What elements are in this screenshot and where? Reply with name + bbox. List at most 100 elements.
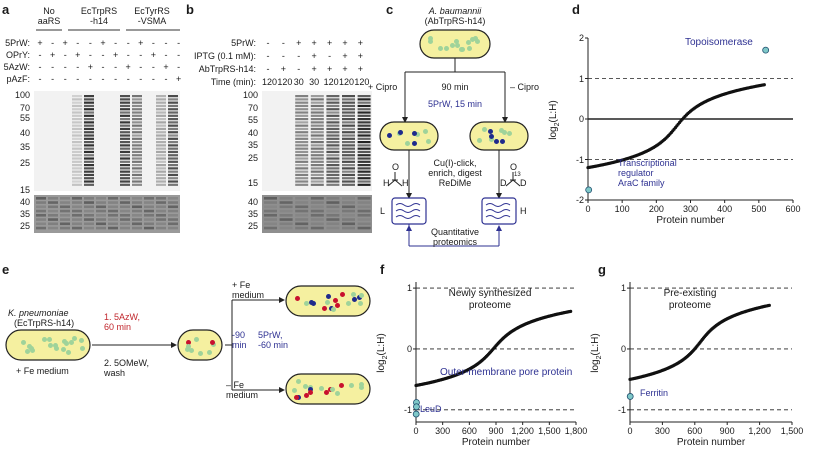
x-tick-label: 600 [461, 426, 477, 436]
cell-dot [349, 383, 355, 389]
gel-band [84, 177, 94, 180]
x-tick-label: 500 [751, 204, 767, 214]
gel-band [326, 154, 340, 157]
data-point [569, 309, 573, 313]
panel-c-heavy-o: O [510, 162, 518, 172]
gel-band [84, 209, 94, 213]
gel-band [84, 124, 94, 127]
gel-band [72, 131, 82, 134]
gel-band [120, 108, 130, 111]
gel-band [264, 226, 277, 230]
cell-dot [335, 391, 341, 397]
cell-dot [460, 46, 466, 52]
row-mark: + [311, 38, 317, 48]
cell-dot [397, 129, 403, 135]
gel-band [48, 218, 58, 221]
row-mark: - [114, 62, 118, 72]
gel-band [84, 167, 94, 170]
gel-band [120, 222, 130, 226]
cell-dot [185, 347, 191, 353]
panel-e-organism: K. pneumoniae [8, 308, 69, 318]
gel-band [72, 144, 82, 147]
gel-band [295, 164, 309, 167]
gel-band [156, 111, 166, 114]
gel-band [120, 173, 130, 177]
gel-band [84, 141, 94, 144]
gel-band [310, 141, 324, 144]
annotation-topoisomerase: Topoisomerase [685, 37, 753, 48]
cell-dot [304, 392, 310, 398]
gel-band [168, 214, 178, 217]
mw-label: 100 [242, 90, 258, 100]
cell-dot [359, 381, 365, 387]
gel-band [132, 150, 142, 154]
cell-dot [465, 40, 471, 46]
gel-band [156, 131, 166, 134]
gel-band [357, 111, 371, 114]
cell-dot [41, 336, 47, 342]
gel-band [156, 108, 166, 111]
gel-band [357, 121, 371, 124]
gel-band [156, 180, 166, 183]
mw-label: 25 [19, 158, 30, 168]
gel-band [120, 124, 130, 127]
gel-band [295, 124, 309, 127]
gel-band [72, 214, 82, 217]
x-tick-label: 1,800 [564, 426, 588, 436]
panel-g-title: Pre-existing proteome [663, 288, 717, 311]
gel-band [120, 164, 130, 167]
gel-band [96, 197, 106, 200]
gel-band [72, 218, 82, 221]
row-mark: + [280, 64, 287, 74]
gel-band [168, 101, 178, 104]
gel-band [132, 111, 142, 114]
gel-band [310, 214, 324, 217]
gel-band [120, 157, 130, 160]
cell-dot [330, 306, 336, 312]
cell-dot [78, 337, 84, 343]
panel-d-label: d [572, 2, 580, 17]
gel-band [156, 218, 166, 221]
gel-band [72, 134, 82, 137]
gel-band [357, 131, 371, 134]
mw-label: 15 [19, 185, 30, 195]
y-tick-label: 0 [620, 343, 626, 354]
row-label: 5PrW: [5, 38, 30, 48]
gel-band [84, 114, 94, 117]
gel-band [342, 154, 355, 157]
gel-band [295, 154, 309, 157]
gel-band [72, 170, 82, 173]
gel-band [168, 177, 178, 180]
x-tick-label: 400 [717, 204, 733, 214]
row-mark: + [326, 64, 333, 74]
gel-band [310, 98, 324, 101]
gel-band [132, 114, 142, 117]
gel-band [156, 154, 166, 157]
cell-dot [53, 343, 59, 349]
gel-band [36, 201, 46, 204]
panel-c-heavy-iso: 13 [514, 172, 521, 178]
gel-band [72, 124, 82, 127]
gel-band [120, 137, 130, 140]
gel-band [168, 226, 178, 230]
gel-band [279, 222, 293, 226]
cell-dot [502, 129, 508, 135]
highlight-point [585, 186, 593, 194]
gel-band [120, 218, 130, 221]
gel-band [132, 164, 142, 167]
gel-band [84, 101, 94, 104]
row-mark: - [139, 74, 143, 84]
gel-band [295, 170, 309, 173]
gel-band [342, 118, 355, 121]
annotation-outer-membrane: Outer-membrane pore protein [440, 367, 573, 378]
gel-band [48, 222, 58, 226]
x-tick-label: 1,500 [538, 426, 561, 436]
row-mark: - [266, 51, 270, 61]
cell-dot [488, 129, 494, 135]
gel-band [168, 205, 178, 209]
gel-band [132, 170, 142, 173]
x-tick-label: 300 [435, 426, 451, 436]
gel-band [132, 134, 142, 137]
gel-band [72, 164, 82, 167]
